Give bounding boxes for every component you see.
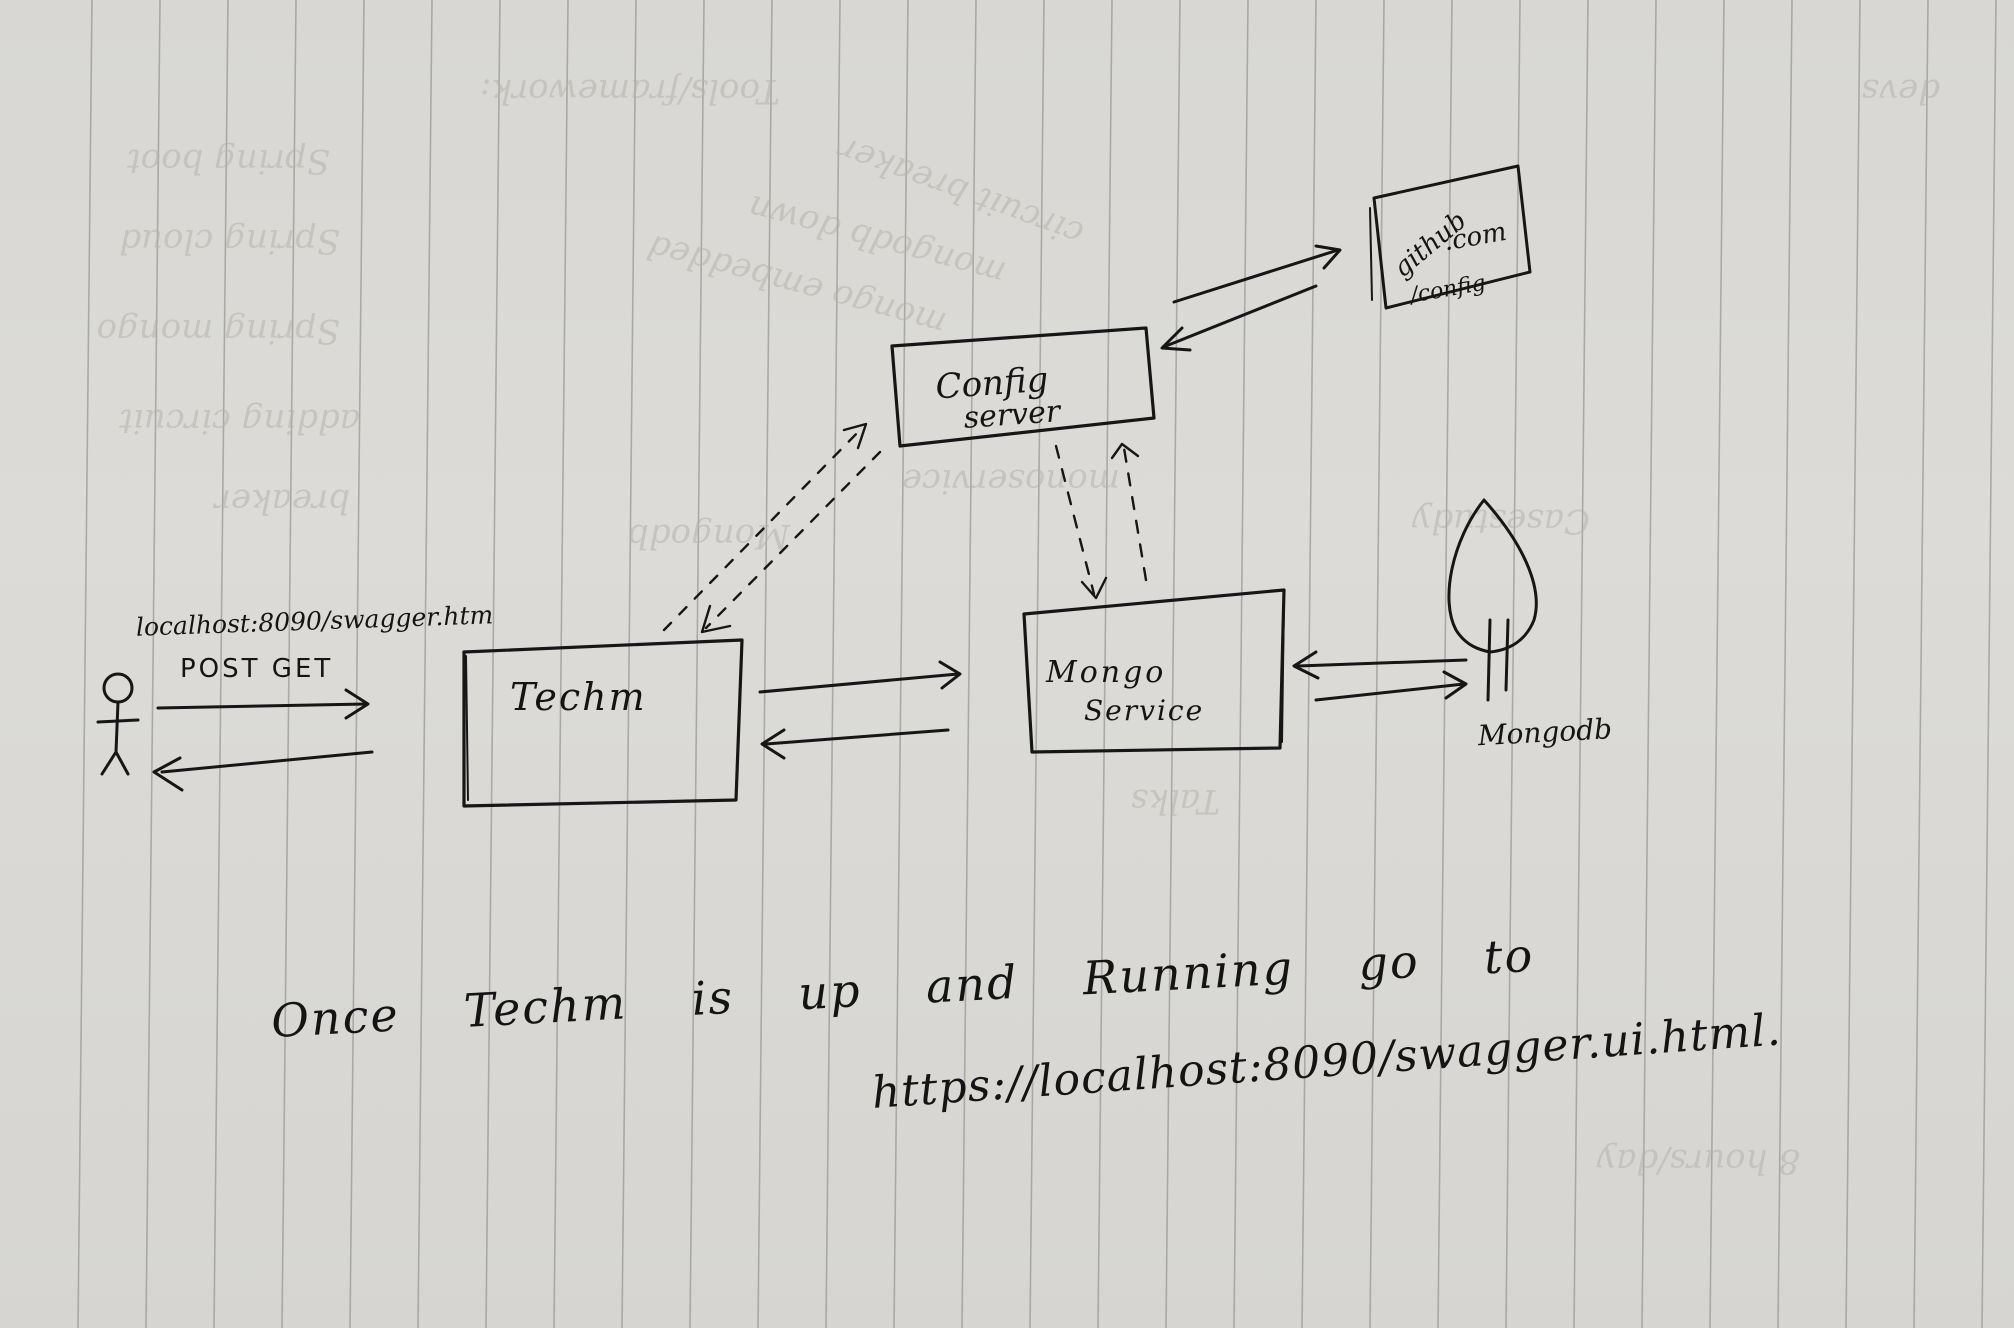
ghost-text: Spring cloud [119, 221, 340, 261]
mongo-service-box [1022, 588, 1286, 754]
ruled-lines [77, 0, 1997, 1328]
techm-to-mongo-arrow [758, 660, 962, 694]
user-url-label: localhost:8090/swagger.htm [135, 600, 493, 641]
mongo-to-techm-arrow [760, 728, 950, 760]
mongo-service-label-line2: Service [1084, 694, 1204, 727]
techm-label: Techm [510, 675, 647, 719]
note-line2: https://localhost:8090/swagger.ui.html. [870, 1004, 1783, 1118]
mongo-service-label-line1: Mongo [1045, 655, 1166, 690]
ghost-text: adding circuit [119, 401, 360, 441]
ghost-text: Talks [1131, 781, 1220, 821]
github-label-line3: /config [1407, 271, 1488, 309]
github-repo-box [1369, 164, 1532, 310]
http-methods-label: POST GET [180, 654, 333, 684]
ghost-text: Tools/framework: [480, 71, 780, 111]
ghost-text: breaker [213, 481, 350, 521]
config-mongo-dashed-arrows [1054, 442, 1148, 600]
ghost-text: 8 hours/day [1596, 1141, 1800, 1181]
mongodb-label: Mongodb [1476, 712, 1613, 752]
techm-to-user-arrow [152, 750, 374, 792]
user-stick-figure [96, 672, 140, 776]
config-server-box [890, 326, 1156, 448]
techm-box [462, 638, 744, 808]
ghost-text: devs [1861, 71, 1940, 111]
ghost-text: monoservice [902, 461, 1120, 501]
mongodb-leaf-icon [1447, 498, 1538, 702]
config-to-github-arrow [1172, 244, 1342, 304]
github-to-config-arrow [1160, 284, 1318, 352]
note-line1: Once Techm is up and Running go to [270, 928, 1536, 1048]
ghost-text: Spring mongo [97, 311, 341, 351]
service-to-mongodb-arrow [1314, 670, 1468, 702]
ghost-text: Mongodb [627, 516, 791, 556]
config-server-label-line2: server [963, 394, 1063, 436]
mongodb-to-service-arrow [1292, 650, 1468, 680]
user-to-techm-arrow [156, 688, 370, 720]
techm-config-dashed-arrows [662, 422, 882, 634]
config-server-label-line1: Config [934, 360, 1049, 408]
ghost-text: Spring boot [127, 141, 330, 181]
